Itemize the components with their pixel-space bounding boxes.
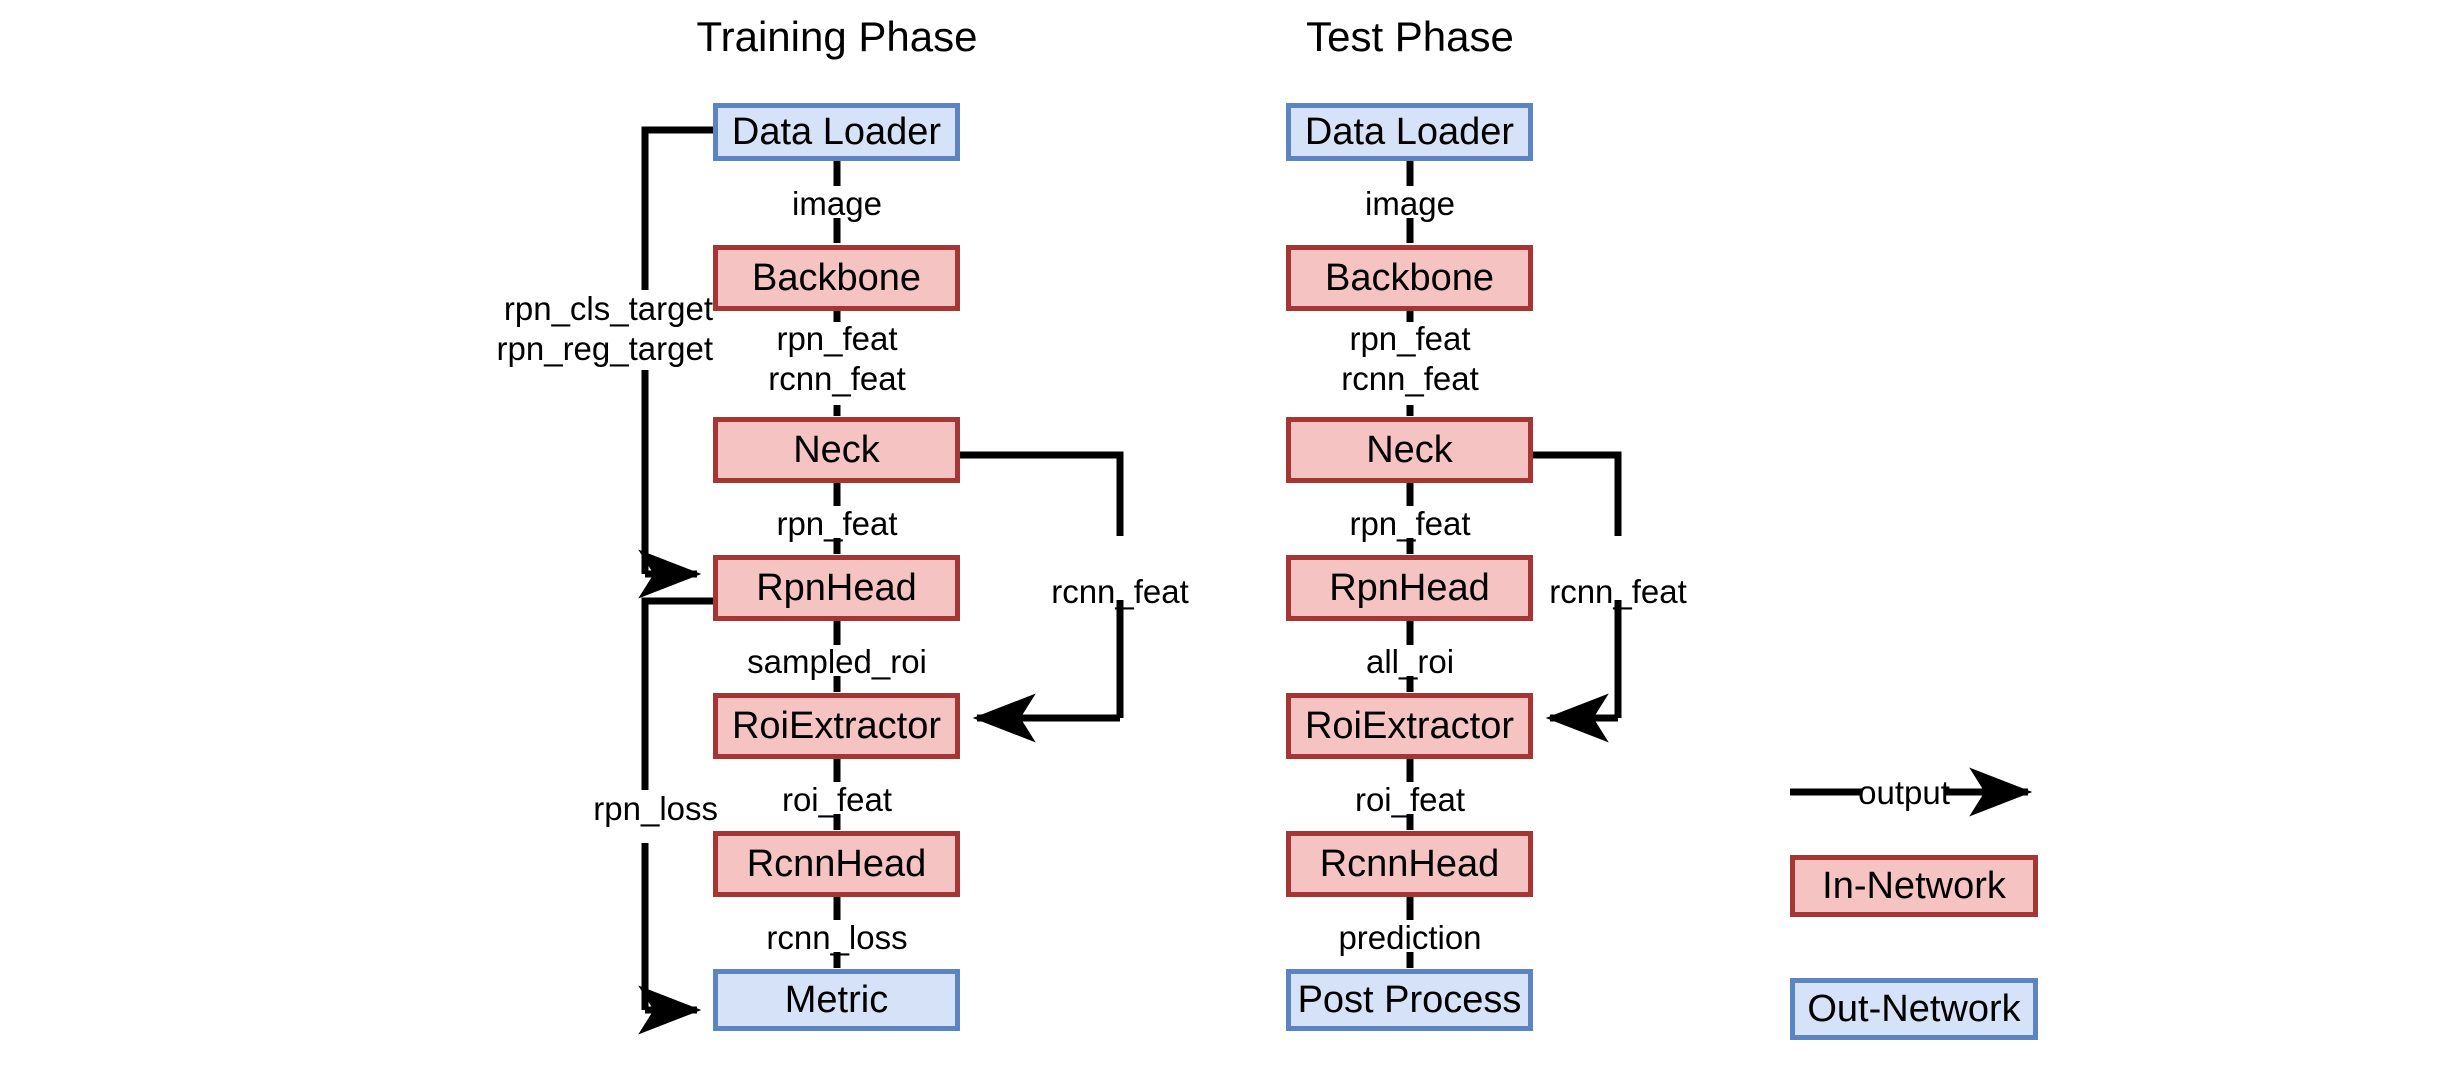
edge-label-test-rpn-feat-1: rpn_feat (1349, 320, 1471, 357)
node-training-metric[interactable]: Metric (713, 969, 960, 1031)
edge-label-training-rcnn-feat-side: rcnn_feat (1051, 573, 1189, 610)
node-training-roi-extractor[interactable]: RoiExtractor (713, 693, 960, 759)
node-test-roi-extractor[interactable]: RoiExtractor (1286, 693, 1533, 759)
edge-label-training-rpn-cls-target: rpn_cls_target (503, 290, 713, 327)
edge-label-training-rpn-loss: rpn_loss (593, 790, 718, 827)
edge-label-training-rpn-feat-1: rpn_feat (776, 320, 898, 357)
node-test-backbone[interactable]: Backbone (1286, 245, 1533, 311)
legend-in-network-swatch: In-Network (1790, 855, 2038, 917)
edge-label-training-rpn-feat-2: rpn_feat (776, 505, 898, 542)
edge-label-training-roi-feat: roi_feat (781, 781, 893, 818)
column-title-training: Training Phase (696, 13, 978, 60)
node-training-rpn-head[interactable]: RpnHead (713, 555, 960, 621)
node-training-data-loader[interactable]: Data Loader (713, 103, 960, 161)
node-test-post-process[interactable]: Post Process (1286, 969, 1533, 1031)
edge-label-test-rpn-feat-2: rpn_feat (1349, 505, 1471, 542)
legend-output-arrow-label: output (1858, 774, 1950, 811)
edge-label-training-rcnn-feat-1: rcnn_feat (768, 360, 906, 397)
edge-label-test-rcnn-feat-side: rcnn_feat (1549, 573, 1687, 610)
node-test-rpn-head[interactable]: RpnHead (1286, 555, 1533, 621)
node-training-rcnn-head[interactable]: RcnnHead (713, 831, 960, 897)
node-test-data-loader[interactable]: Data Loader (1286, 103, 1533, 161)
legend-out-network-swatch: Out-Network (1790, 978, 2038, 1040)
edge-label-test-all-roi: all_roi (1365, 643, 1455, 680)
node-test-neck[interactable]: Neck (1286, 417, 1533, 483)
edge-label-training-image: image (792, 185, 882, 222)
column-title-test: Test Phase (1306, 13, 1514, 60)
node-training-neck[interactable]: Neck (713, 417, 960, 483)
edge-label-training-rcnn-loss: rcnn_loss (766, 919, 908, 956)
edge-label-test-image: image (1365, 185, 1455, 222)
edge-label-test-roi-feat: roi_feat (1354, 781, 1466, 818)
node-test-rcnn-head[interactable]: RcnnHead (1286, 831, 1533, 897)
edge-label-test-rcnn-feat-1: rcnn_feat (1341, 360, 1479, 397)
edge-label-test-prediction: prediction (1338, 919, 1482, 956)
edge-label-training-sampled-roi: sampled_roi (747, 643, 927, 680)
node-training-backbone[interactable]: Backbone (713, 245, 960, 311)
edge-label-training-rpn-reg-target: rpn_reg_target (496, 330, 713, 367)
